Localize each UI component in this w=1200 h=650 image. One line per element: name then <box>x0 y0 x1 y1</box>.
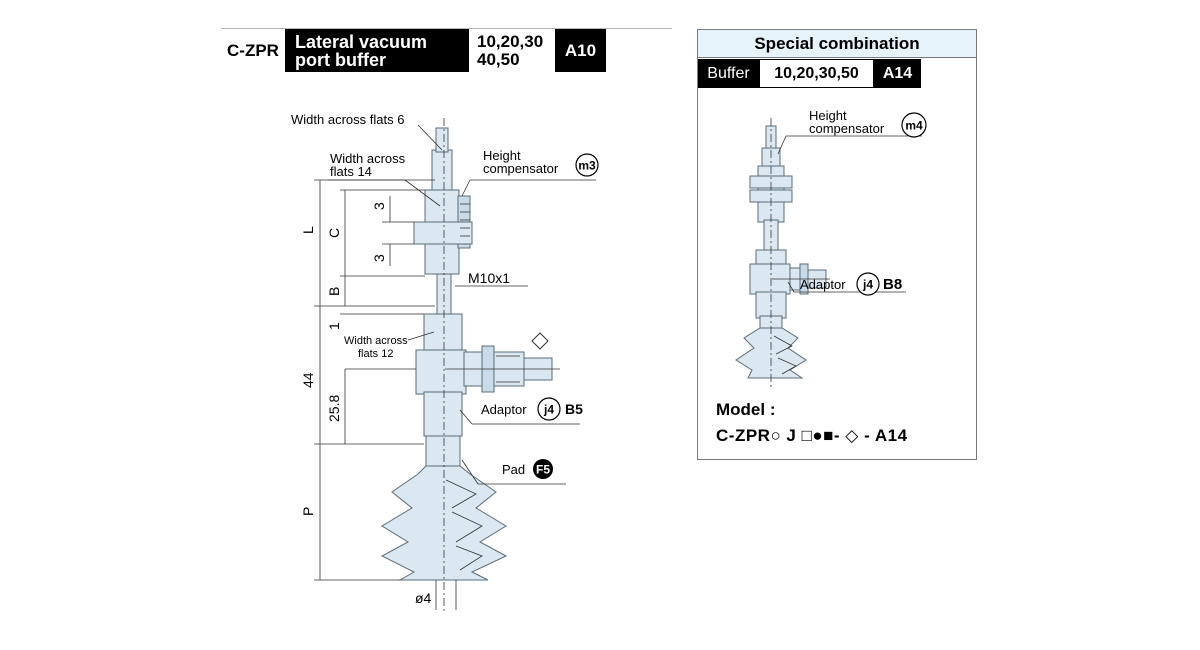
badge-j4-panel-text: j4 <box>862 278 873 292</box>
dim-diameter: ø4 <box>415 590 432 606</box>
lateral-vacuum-fitting <box>445 345 560 393</box>
p-label-adaptor-code: B8 <box>883 276 902 293</box>
dim-P: P <box>300 507 316 516</box>
special-combination-panel: Special combination Buffer 10,20,30,50 A… <box>697 29 977 460</box>
p-label-adaptor: Adaptor <box>800 277 846 292</box>
panel-spec-row: Buffer 10,20,30,50 A14 <box>698 59 921 88</box>
p-bellows-ribs <box>773 335 797 375</box>
p-leader-adaptor-tip <box>787 281 795 293</box>
label-adaptor: Adaptor <box>481 402 527 417</box>
product-title-cell: Lateral vacuum port buffer <box>285 29 469 72</box>
model-label: Model : <box>716 400 776 419</box>
adaptor-block <box>415 349 467 395</box>
label-width-across-flats-14-line1: Width across <box>330 151 406 166</box>
spring-coil <box>460 203 470 237</box>
variant-code-cell: A10 <box>555 29 606 72</box>
panel-title: Special combination <box>698 30 976 58</box>
label-width-across-flats-6: Width across flats 6 <box>291 112 404 127</box>
dim-3-lower: 3 <box>371 254 387 262</box>
dimension-lines <box>314 179 457 610</box>
pad-neck <box>425 435 461 467</box>
dim-1: 1 <box>326 322 342 330</box>
badge-m4-text: m4 <box>905 119 923 133</box>
dim-25-8: 25.8 <box>326 395 342 422</box>
bellows-ribs <box>445 479 483 571</box>
label-width-across-flats-12-line1: Width across <box>344 335 408 347</box>
nut-flange <box>413 221 473 245</box>
header-top-rule <box>221 28 672 29</box>
panel-variant-code: A14 <box>874 59 921 88</box>
dim-B: B <box>326 287 342 296</box>
badge-m4: m4 <box>901 112 927 138</box>
dim-L: L <box>300 226 316 234</box>
leader-lines <box>328 124 596 485</box>
badge-f5-text: F5 <box>536 463 550 477</box>
adaptor-lower <box>423 391 463 437</box>
badge-j4: j4 <box>537 397 561 421</box>
model-code-cell: C-ZPR <box>221 29 285 72</box>
dim-C: C <box>326 228 342 238</box>
buffer-assembly-drawing: .pf { fill:#dbe8f2; stroke:#5a6c78; stro… <box>291 112 599 612</box>
model-code: C-ZPR○ J □●■- ◇ - A14 <box>716 426 908 445</box>
size-list-cell: 10,20,30 40,50 <box>469 29 555 72</box>
panel-size-list: 10,20,30,50 <box>759 59 874 88</box>
badge-j4-text: j4 <box>543 403 554 417</box>
rod-top <box>431 149 453 191</box>
p-label-height-line2: compensator <box>809 121 885 136</box>
dim-3-upper: 3 <box>371 202 387 210</box>
badge-m3-text: m3 <box>578 159 596 173</box>
panel-buffer-label: Buffer <box>698 59 759 88</box>
product-title-line2: port buffer <box>295 49 386 70</box>
label-height-compensator-line2: compensator <box>483 161 559 176</box>
label-height-compensator-line1: Height <box>483 148 521 163</box>
badge-m3: m3 <box>575 153 599 177</box>
badge-j4-panel: j4 <box>856 272 880 296</box>
diamond-marker <box>531 332 549 350</box>
label-width-across-flats-14-line2: flats 14 <box>330 164 372 179</box>
special-combination-drawing: .pf2 { fill:#dbe8f2; stroke:#5a6c78; str… <box>735 108 927 388</box>
p-lateral-fitting <box>772 263 830 295</box>
dim-44: 44 <box>300 372 316 388</box>
p-label-height-line1: Height <box>809 108 847 123</box>
label-thread: M10x1 <box>468 270 510 286</box>
badge-f5: F5 <box>533 459 553 479</box>
label-adaptor-code: B5 <box>565 401 583 417</box>
label-pad: Pad <box>502 462 525 477</box>
rod-tip <box>435 127 449 153</box>
p-leader-height-tip <box>777 135 787 155</box>
product-title-line1: Lateral vacuum <box>295 31 428 52</box>
size-list-line2: 40,50 <box>477 49 520 69</box>
size-list-line1: 10,20,30 <box>477 31 544 51</box>
label-width-across-flats-12-line2: flats 12 <box>358 348 393 360</box>
